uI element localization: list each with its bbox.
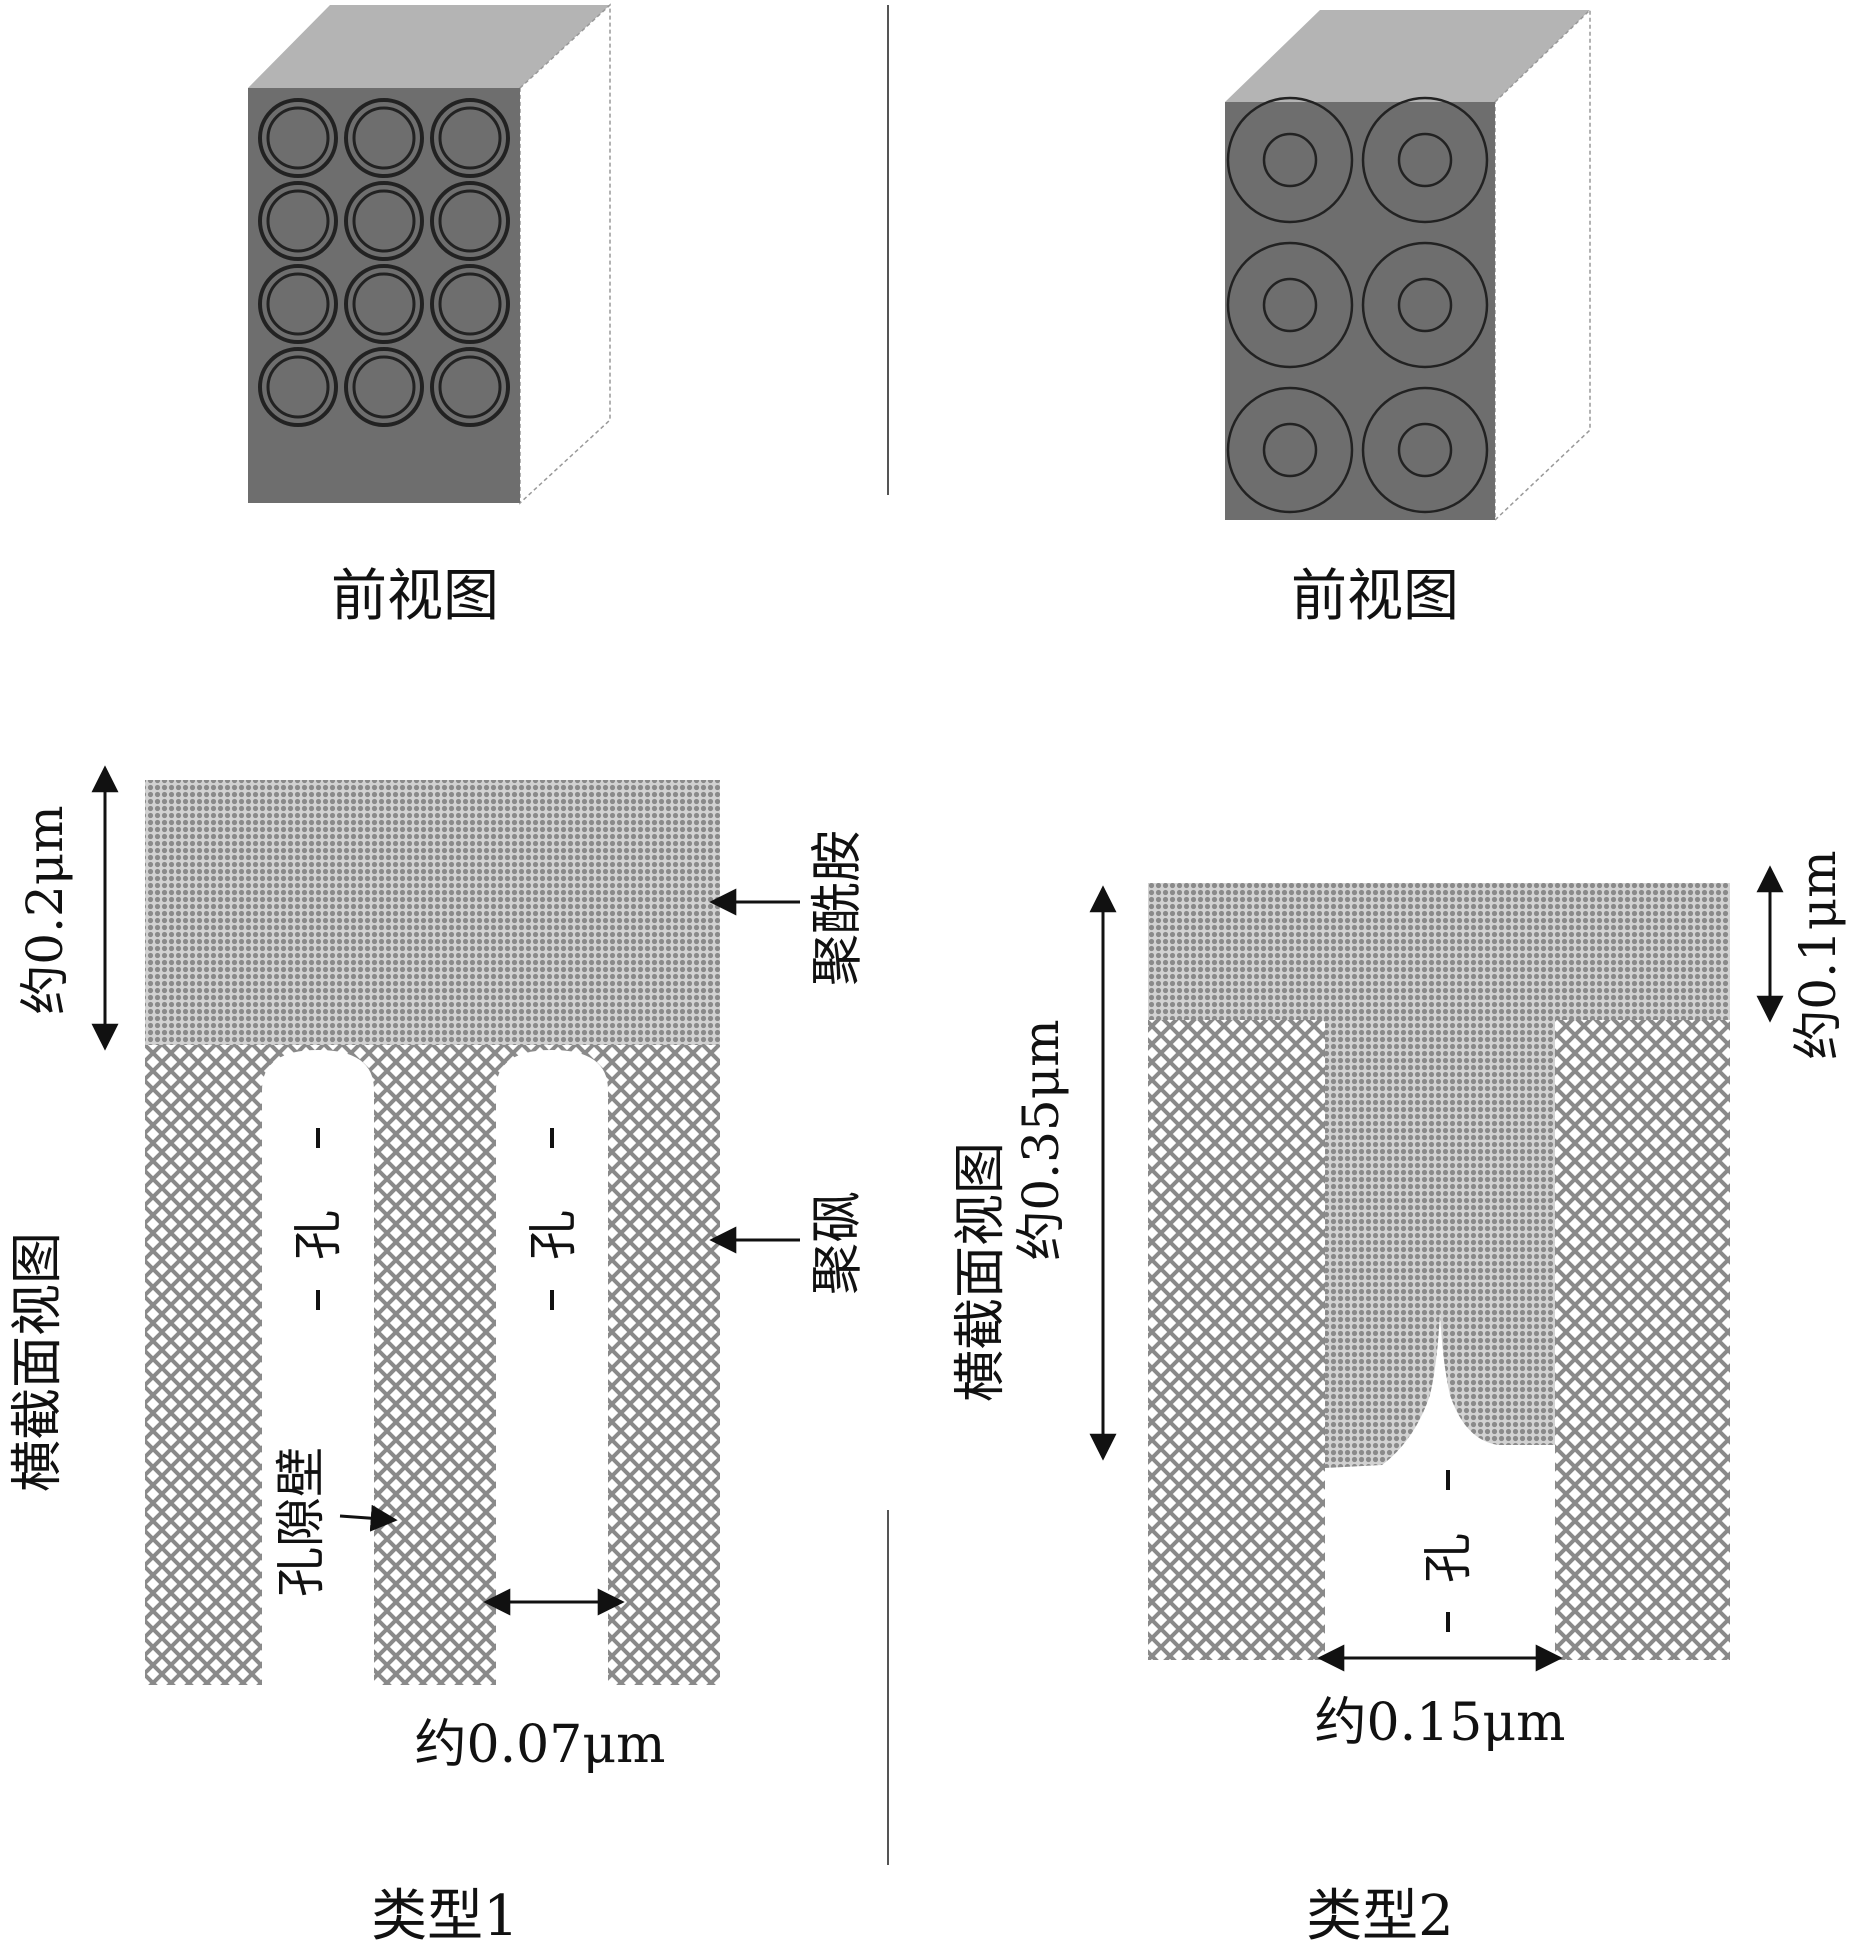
type1-pore-width-label: 约0.07μm <box>415 1715 666 1775</box>
type1-pore-right <box>496 1050 608 1685</box>
type1-ring-outer <box>344 264 424 344</box>
type1-pore-wall-label: 孔隙壁 <box>272 1447 330 1597</box>
type2-ring-inner <box>1397 132 1453 188</box>
type1-ring-outer <box>344 347 424 427</box>
type2-ring-outer <box>1361 96 1489 224</box>
type1-ring-inner <box>438 272 502 336</box>
type1-ring-inner <box>352 355 416 419</box>
type1-ring-inner <box>266 106 330 170</box>
type2-pore-width-label: 约0.15μm <box>1315 1693 1566 1753</box>
type1-box-front <box>248 88 520 503</box>
type2-ring-outer <box>1226 96 1354 224</box>
type2-ring-inner <box>1262 132 1318 188</box>
type1-polysulfone-layer <box>145 1045 720 1685</box>
type1-polyamide-layer <box>145 780 720 1045</box>
type1-ring-inner <box>266 272 330 336</box>
type1-ring-outer <box>430 98 510 178</box>
type1-ring-outer <box>430 264 510 344</box>
type1-ring-outer <box>258 181 338 261</box>
type1-front-circles <box>258 98 510 427</box>
type1-ring-outer <box>344 98 424 178</box>
type2-front-view-box <box>1225 8 1591 522</box>
type1-ring-inner <box>352 189 416 253</box>
type2-polyamide-layer <box>1148 883 1730 1020</box>
type1-pore-label-left: 孔 <box>289 1210 347 1260</box>
type2-top-layer-label: 约0.1μm <box>1789 850 1847 1059</box>
type1-box-top <box>248 5 610 88</box>
type1-polysulfone-label: 聚砜 <box>808 1191 868 1295</box>
type1-ring-inner <box>266 189 330 253</box>
type1-ring-inner <box>438 106 502 170</box>
type2-ring-inner <box>1262 422 1318 478</box>
type2-ring-outer <box>1361 241 1489 369</box>
type2-box-top <box>1225 10 1590 102</box>
type2-ring-inner <box>1397 277 1453 333</box>
type1-ring-inner <box>438 189 502 253</box>
type2-depth-label: 约0.35μm <box>1012 1019 1070 1260</box>
type2-front-circles <box>1226 96 1489 514</box>
type1-ring-inner <box>438 355 502 419</box>
type2-ring-outer <box>1361 386 1489 514</box>
type1-front-view-box <box>248 3 611 505</box>
type1-ring-inner <box>266 355 330 419</box>
type1-ring-outer <box>344 181 424 261</box>
type2-polyamide-plug <box>1325 1020 1555 1468</box>
type2-cross-section-label: 横截面视图 <box>951 1142 1011 1402</box>
type1-ring-outer <box>258 347 338 427</box>
type2-type-label: 类型2 <box>1306 1884 1454 1949</box>
type2-pore-label: 孔 <box>1419 1533 1477 1583</box>
type1-pore-left <box>262 1050 374 1685</box>
type1-ring-outer <box>258 264 338 344</box>
type2-ring-outer <box>1226 241 1354 369</box>
type1-ring-inner <box>352 272 416 336</box>
type1-cross-section-label: 横截面视图 <box>8 1232 68 1492</box>
type1-thickness-label: 约0.2μm <box>16 805 74 1014</box>
type2-ring-inner <box>1262 277 1318 333</box>
type1-ring-outer <box>430 347 510 427</box>
type1-ring-outer <box>258 98 338 178</box>
type1-pore-label-right: 孔 <box>524 1210 582 1260</box>
type2-ring-outer <box>1226 386 1354 514</box>
type1-ring-outer <box>430 181 510 261</box>
type1-front-view-label: 前视图 <box>331 564 499 629</box>
type1-pore-wall-arrow <box>339 1504 398 1532</box>
type1-polyamide-label: 聚酰胺 <box>808 830 868 986</box>
type1-type-label: 类型1 <box>371 1884 519 1949</box>
type2-front-view-label: 前视图 <box>1291 564 1459 629</box>
type1-ring-inner <box>352 106 416 170</box>
type1-box-side <box>519 3 611 505</box>
type2-ring-inner <box>1397 422 1453 478</box>
